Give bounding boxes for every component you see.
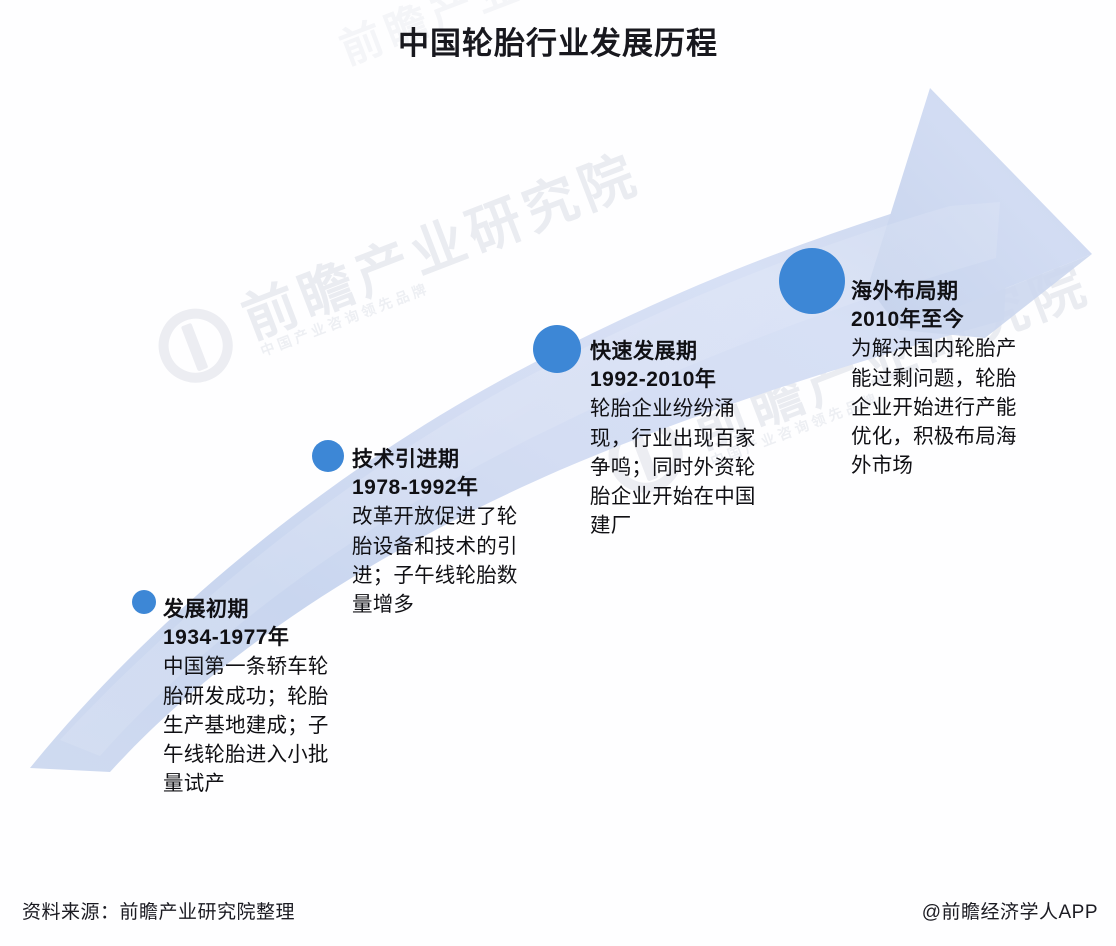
arrow-head-shadow [900, 254, 1092, 338]
arrow-sheen [60, 202, 1000, 756]
milestone-1-name: 发展初期 [163, 598, 249, 621]
milestone-4-name: 海外布局期 [851, 280, 959, 303]
milestone-2-years: 1978-1992年 [352, 475, 479, 499]
milestone-marker-2[interactable] [312, 440, 344, 472]
milestone-4-years: 2010年至今 [851, 307, 965, 331]
milestone-1-description: 中国第一条轿车轮胎研发成功；轮胎生产基地建成；子午线轮胎进入小批量试产 [163, 655, 329, 795]
source-note: 资料来源：前瞻产业研究院整理 [22, 902, 296, 923]
milestone-marker-1[interactable] [132, 590, 156, 614]
milestone-3: 快速发展期 1992-2010年 轮胎企业纷纷涌现，行业出现百家争鸣；同时外资轮… [590, 338, 772, 540]
arrow-body [30, 196, 1010, 772]
milestone-1: 发展初期 1934-1977年 中国第一条轿车轮胎研发成功；轮胎生产基地建成；子… [163, 596, 335, 798]
milestone-3-description: 轮胎企业纷纷涌现，行业出现百家争鸣；同时外资轮胎企业开始在中国建厂 [590, 397, 756, 537]
milestone-1-years: 1934-1977年 [163, 625, 290, 649]
milestone-4: 海外布局期 2010年至今 为解决国内轮胎产能过剩问题，轮胎企业开始进行产能优化… [851, 278, 1021, 480]
milestone-2-name: 技术引进期 [352, 448, 460, 471]
app-credit: @前瞻经济学人APP [921, 902, 1098, 923]
milestone-3-name: 快速发展期 [590, 340, 698, 363]
milestone-2: 技术引进期 1978-1992年 改革开放促进了轮胎设备和技术的引进；子午线轮胎… [352, 446, 530, 619]
milestone-marker-3[interactable] [533, 325, 581, 373]
milestone-4-description: 为解决国内轮胎产能过剩问题，轮胎企业开始进行产能优化，积极布局海外市场 [851, 337, 1017, 477]
page-title: 中国轮胎行业发展历程 [398, 26, 718, 61]
milestone-3-years: 1992-2010年 [590, 367, 717, 391]
milestone-marker-4[interactable] [779, 248, 845, 314]
milestone-2-description: 改革开放促进了轮胎设备和技术的引进；子午线轮胎数量增多 [352, 505, 518, 616]
